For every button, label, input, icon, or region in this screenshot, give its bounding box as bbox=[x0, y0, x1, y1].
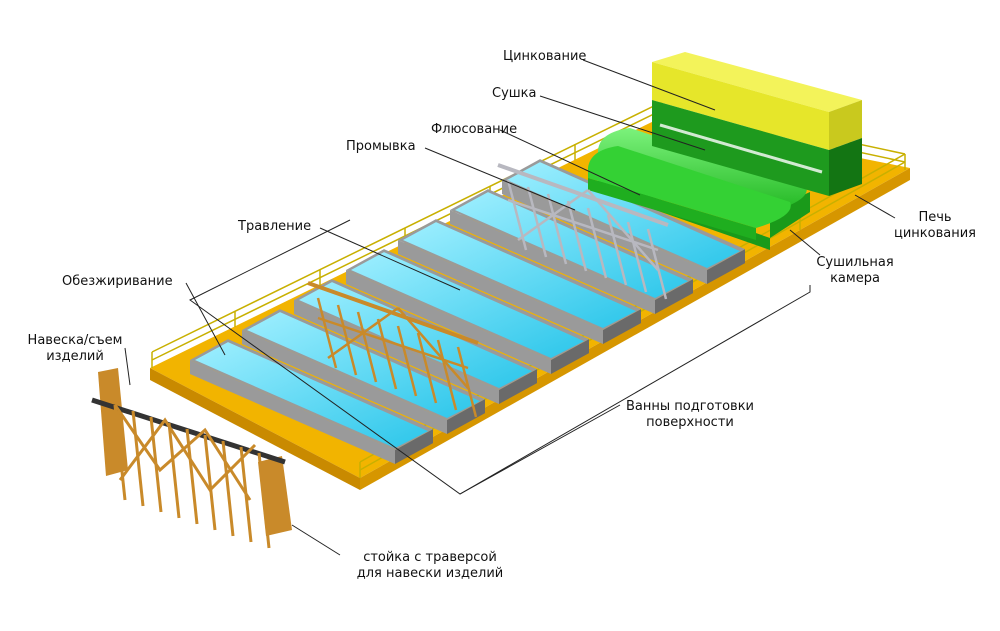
label-stand-line1: стойка с траверсой bbox=[363, 550, 497, 565]
rack-bar bbox=[626, 221, 648, 293]
stand-post-left bbox=[98, 368, 128, 476]
label-rinsing: Промывка bbox=[346, 139, 416, 154]
bath-front-wall bbox=[450, 210, 655, 314]
hanging-stand bbox=[91, 368, 292, 549]
label-furnace-line2: цинкования bbox=[894, 226, 976, 241]
stand-rack-bar bbox=[257, 452, 271, 549]
bath-end-wall bbox=[499, 369, 537, 404]
rack-bar bbox=[526, 186, 548, 258]
rack-bar bbox=[506, 179, 528, 251]
label-furnace: Печь цинкования bbox=[880, 210, 990, 242]
stand-rack-brace bbox=[118, 417, 257, 493]
product-rack-fluxing bbox=[497, 163, 669, 300]
bath-1 bbox=[190, 339, 433, 464]
furnace-upper-front bbox=[652, 62, 829, 150]
bath-4 bbox=[346, 249, 589, 374]
rack-bar bbox=[316, 297, 338, 369]
bath-end-wall bbox=[551, 339, 589, 374]
dryer-roof-2 bbox=[588, 146, 791, 228]
label-stand: стойка с траверсой для навески изделий bbox=[335, 550, 525, 582]
bath-5 bbox=[398, 219, 641, 344]
product-rack-pickling bbox=[307, 281, 479, 418]
rack-bar bbox=[456, 346, 478, 418]
bath-2 bbox=[242, 309, 485, 434]
label-furnace-line1: Печь bbox=[918, 210, 952, 225]
bath-water bbox=[299, 282, 532, 388]
bath-end-wall bbox=[603, 309, 641, 344]
label-hanging: Навеска/съем изделий bbox=[20, 333, 130, 365]
rack-bar bbox=[416, 332, 438, 404]
stand-rack-brace bbox=[113, 404, 252, 501]
label-drying: Сушка bbox=[492, 86, 537, 101]
rack-bar bbox=[517, 188, 589, 242]
label-fluxing: Флюсование bbox=[431, 122, 518, 137]
bath-front-wall bbox=[242, 330, 447, 434]
furnace-top-face bbox=[652, 52, 862, 112]
rack-bar bbox=[646, 228, 668, 300]
bath-water bbox=[403, 222, 636, 328]
label-baths-line2: поверхности bbox=[646, 415, 734, 430]
platform-side-right bbox=[360, 168, 910, 490]
stand-rack-bar bbox=[131, 410, 145, 507]
label-hanging-line1: Навеска/съем bbox=[27, 333, 123, 348]
rack-bar bbox=[586, 207, 608, 279]
label-hanging-line2: изделий bbox=[46, 349, 104, 364]
bath-end-wall bbox=[707, 249, 745, 284]
label-baths-line1: Ванны подготовки bbox=[626, 399, 754, 414]
label-dryer-line2: камера bbox=[830, 271, 880, 286]
bath-end-wall bbox=[447, 399, 485, 434]
bath-water bbox=[247, 312, 480, 418]
platform-side-front bbox=[150, 368, 360, 490]
galvanizing-furnace bbox=[652, 52, 862, 196]
rack-bar bbox=[336, 304, 358, 376]
stand-rack-bar bbox=[113, 404, 127, 501]
stand-rack-bar bbox=[203, 434, 217, 531]
bath-end-wall bbox=[395, 429, 433, 464]
rack-bar bbox=[566, 200, 588, 272]
bath-6 bbox=[450, 189, 693, 314]
rack-bar bbox=[546, 193, 568, 265]
label-baths: Ванны подготовки поверхности bbox=[615, 399, 765, 431]
label-dryer-line1: Сушильная bbox=[816, 255, 894, 270]
rack-bar bbox=[396, 325, 418, 397]
rack-bar bbox=[436, 339, 458, 411]
label-galvanizing: Цинкование bbox=[503, 49, 587, 64]
stand-rack-bar bbox=[221, 440, 235, 537]
leader-lines bbox=[124, 59, 896, 556]
bath-end-wall bbox=[655, 279, 693, 314]
bath-front-wall bbox=[346, 270, 551, 374]
rack-bar bbox=[376, 318, 398, 390]
rack-bar bbox=[606, 214, 628, 286]
bath-water bbox=[195, 342, 428, 448]
rack-bar bbox=[327, 306, 399, 360]
bath-water bbox=[351, 252, 584, 358]
rack-bar bbox=[356, 311, 378, 383]
stand-rack-bar bbox=[167, 422, 181, 519]
rack-bar bbox=[587, 189, 659, 271]
bath-water bbox=[455, 192, 688, 298]
label-stand-line2: для навески изделий bbox=[356, 566, 504, 581]
dryer-body bbox=[588, 178, 756, 240]
label-dryer: Сушильная камера bbox=[805, 255, 905, 287]
bath-front-wall bbox=[398, 240, 603, 344]
rack-bar bbox=[397, 307, 469, 389]
furnace-upper-side bbox=[829, 100, 862, 150]
drying-chamber bbox=[588, 128, 810, 250]
label-degreasing: Обезжиривание bbox=[62, 274, 173, 289]
dryer-front bbox=[770, 192, 810, 238]
furnace-lower-side bbox=[829, 138, 862, 196]
bath-front-wall bbox=[190, 360, 395, 464]
label-pickling: Травление bbox=[238, 219, 312, 234]
